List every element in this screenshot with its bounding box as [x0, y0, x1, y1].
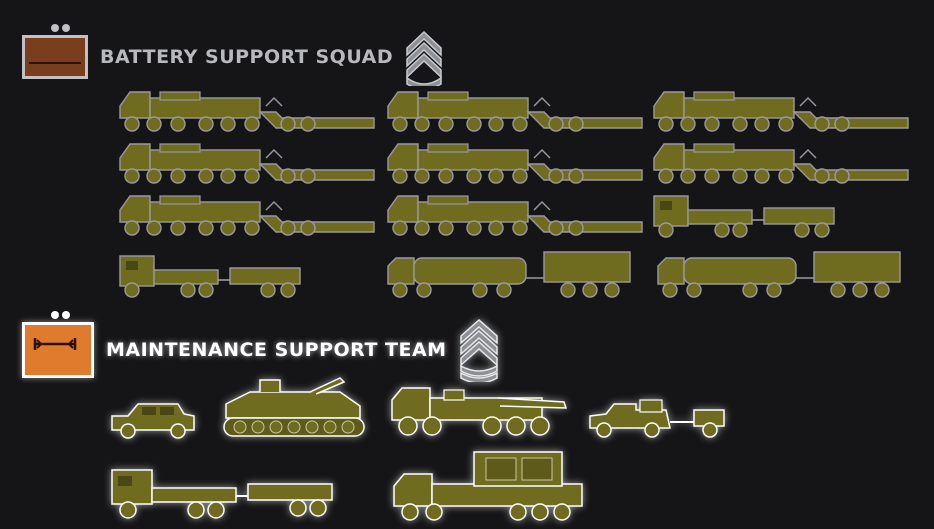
heavy-wrecker-truck-icon — [388, 382, 572, 440]
utility-truck-icon — [108, 400, 198, 440]
section-title: MAINTENANCE SUPPORT TEAM — [106, 339, 447, 361]
battery-support-squad-header: BATTERY SUPPORT SQUAD — [22, 24, 443, 86]
staff-sergeant-chevron-icon — [406, 30, 442, 86]
cargo-truck-trailer-icon — [650, 192, 840, 240]
heavy-tractor-trailer-icon — [116, 140, 378, 188]
cargo-truck-trailer-icon — [116, 252, 306, 300]
section-title: BATTERY SUPPORT SQUAD — [100, 46, 394, 68]
tanker-truck-trailer-icon — [384, 248, 634, 300]
heavy-tractor-trailer-icon — [116, 88, 378, 136]
heavy-tractor-trailer-icon — [116, 192, 378, 240]
cargo-truck-with-trailer-icon — [108, 466, 336, 522]
tanker-truck-trailer-icon — [654, 248, 904, 300]
wrench-icon — [33, 338, 77, 350]
heavy-tractor-trailer-icon — [384, 140, 646, 188]
battery-unit-icon — [22, 24, 88, 79]
heavy-tractor-trailer-icon — [384, 88, 646, 136]
heavy-tractor-trailer-icon — [650, 88, 912, 136]
sergeant-first-class-chevron-icon — [459, 318, 498, 382]
shop-equipment-truck-icon — [390, 448, 586, 522]
tracked-recovery-vehicle-icon — [220, 376, 368, 440]
maintenance-unit-icon — [22, 311, 94, 378]
heavy-tractor-trailer-icon — [650, 140, 912, 188]
truck-with-trailer-icon — [586, 398, 738, 440]
maintenance-support-team-header: MAINTENANCE SUPPORT TEAM — [22, 311, 499, 382]
heavy-tractor-trailer-icon — [384, 192, 646, 240]
